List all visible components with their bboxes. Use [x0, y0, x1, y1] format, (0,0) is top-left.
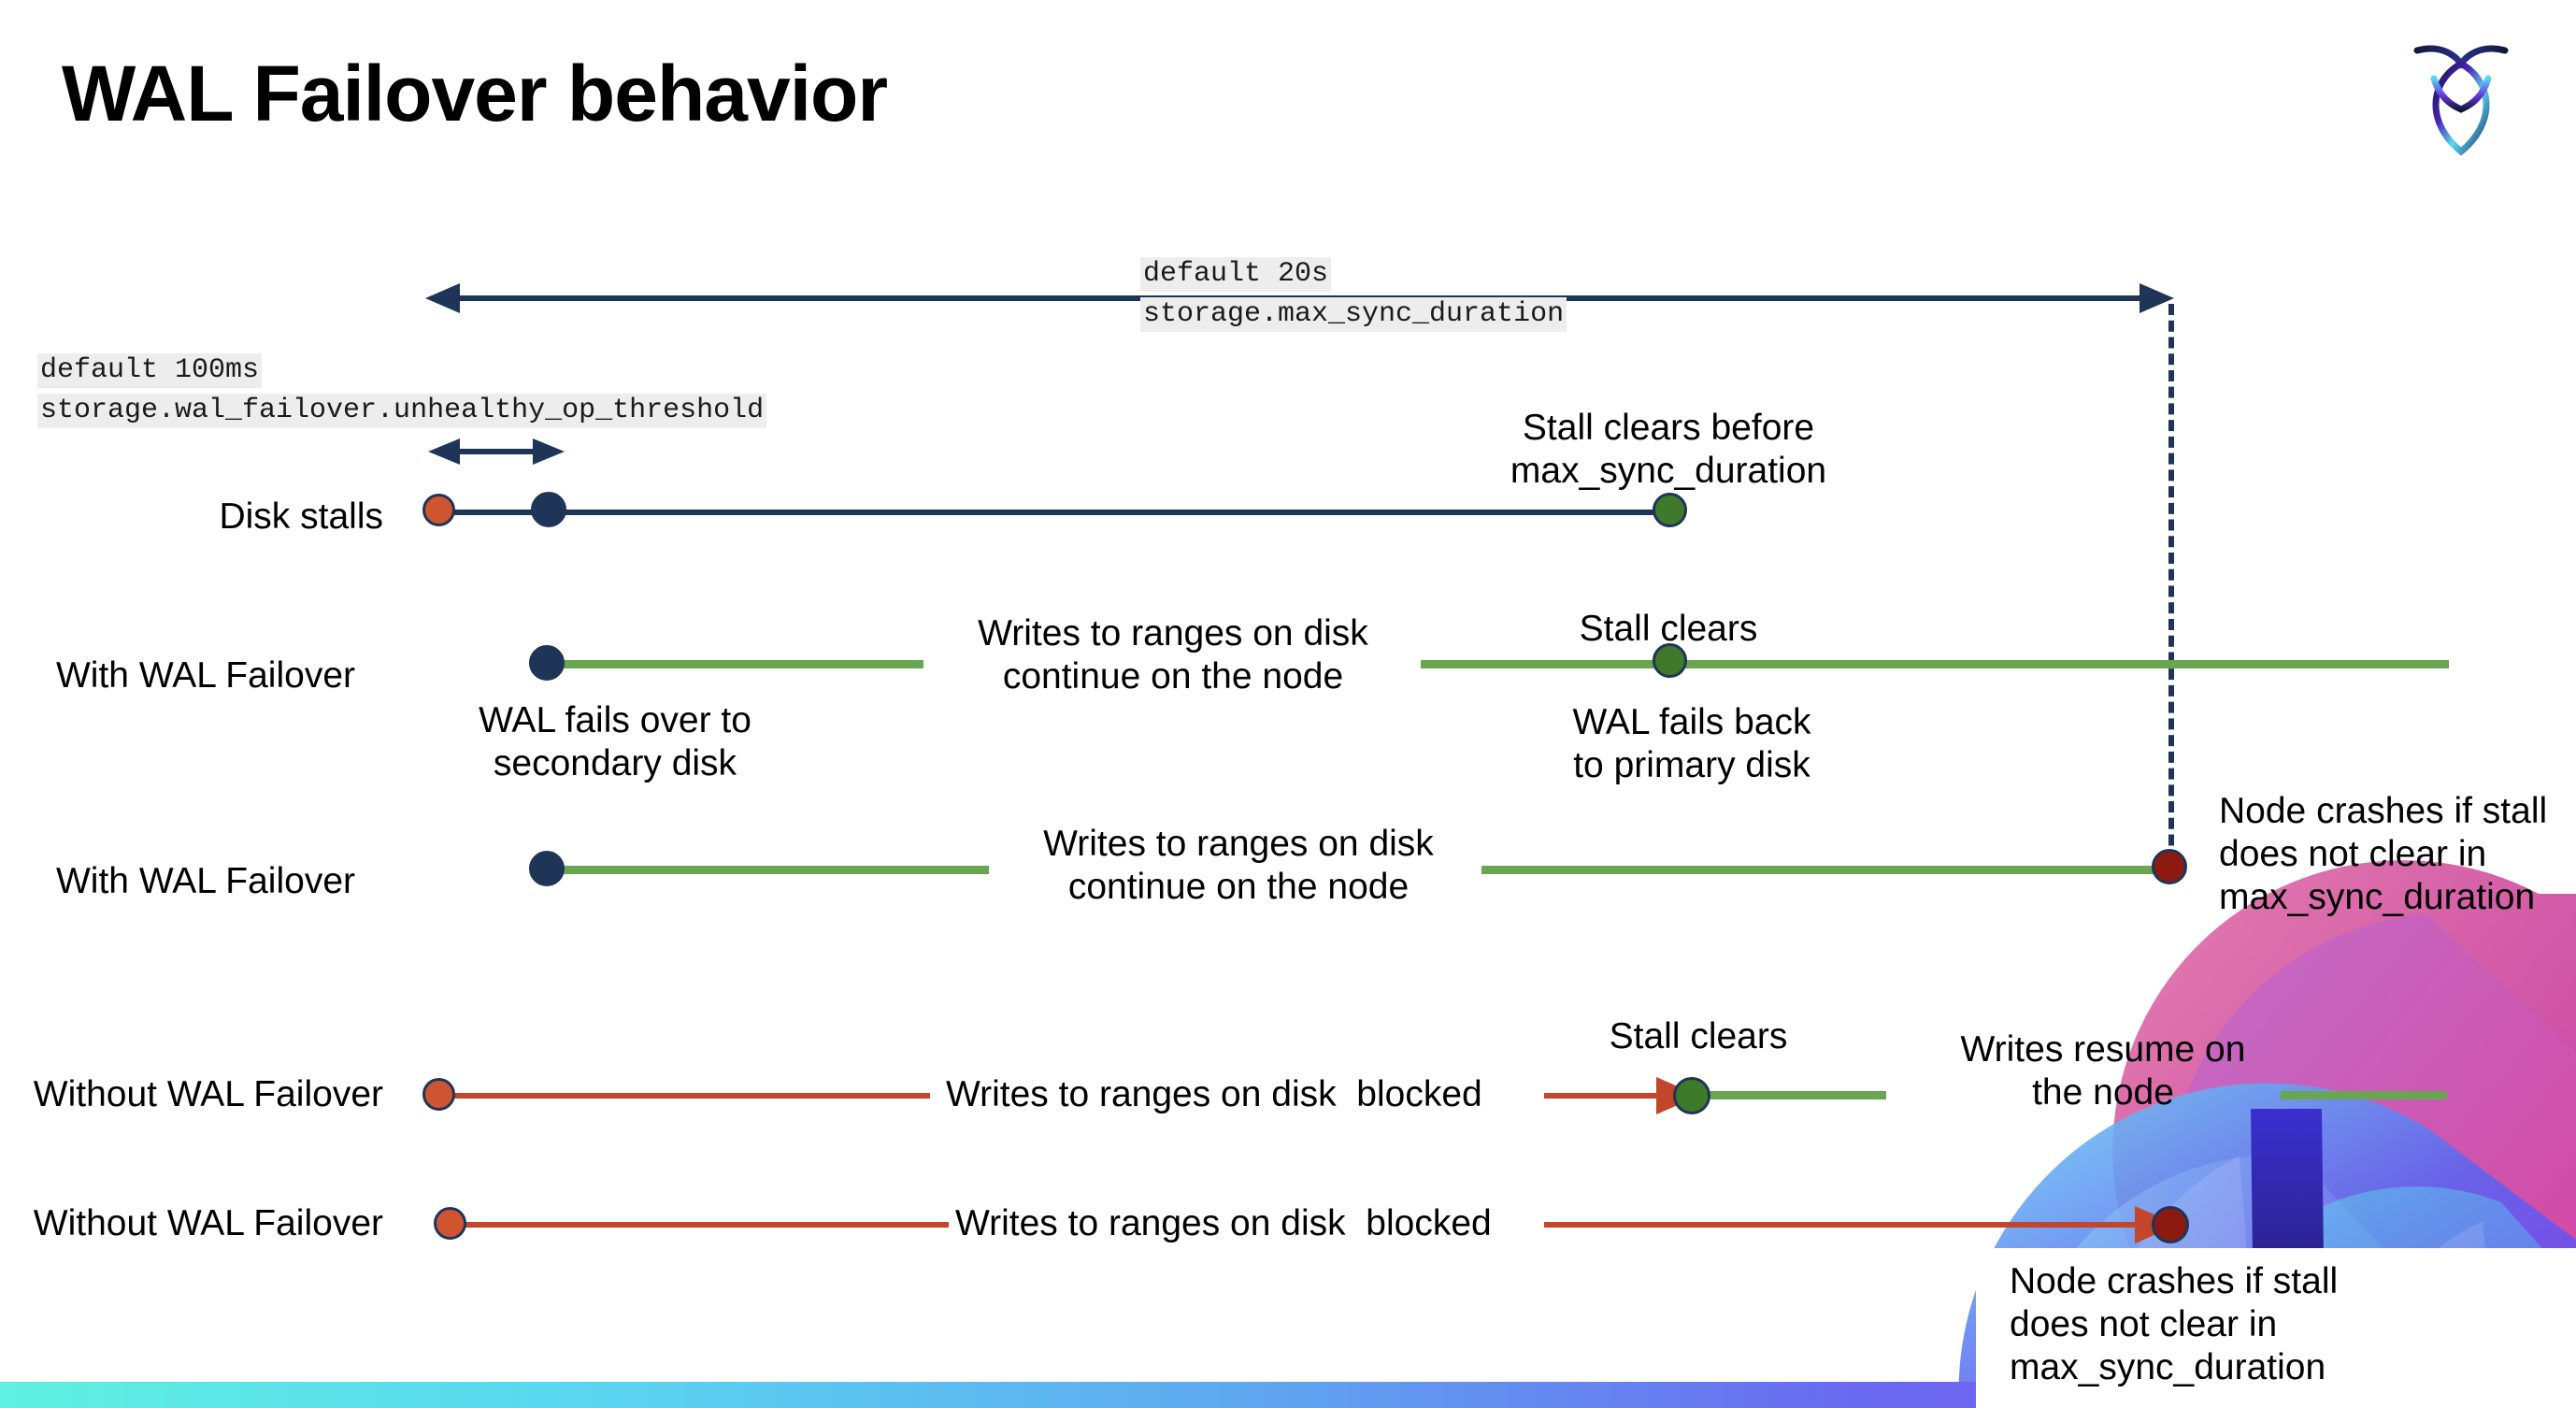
wal-failover-1-segment-b: [1421, 660, 2449, 668]
without-wal-1-segment-green-2: [2281, 1091, 2447, 1099]
note-wal-fails-back: WAL fails back to primary disk: [1572, 702, 1811, 786]
page-title: WAL Failover behavior: [62, 50, 888, 137]
crash-note-backdrop: [1976, 1248, 2576, 1408]
wal-failover-1-failover-dot: [529, 645, 565, 681]
wal-failover-2-failover-dot: [529, 851, 565, 886]
row-label-without-wal-failover-2: Without WAL Failover: [33, 1203, 383, 1243]
disk-stall-clears-dot: [1653, 493, 1687, 527]
note-writes-continue-1: Writes to ranges on disk continue on the…: [978, 613, 1368, 697]
note-node-crashes-1: Node crashes if stall does not clear in …: [2219, 791, 2548, 918]
note-writes-resume: Writes resume on the node: [1960, 1029, 2246, 1113]
cockroachdb-logo-icon: [2391, 21, 2531, 170]
disk-stall-threshold-dot: [531, 492, 566, 527]
wal-failover-1-clears-dot: [1653, 643, 1687, 678]
note-stall-clears-before-maxsync: Stall clears before max_sync_duration: [1510, 408, 1827, 492]
without-wal-2-crash-dot: [2152, 1206, 2189, 1243]
max-sync-setting-label: storage.max_sync_duration: [1140, 297, 1567, 333]
note-wal-fails-over: WAL fails over to secondary disk: [479, 700, 751, 784]
without-wal-1-clears-dot: [1673, 1077, 1710, 1114]
note-node-crashes-2: Node crashes if stall does not clear in …: [2010, 1261, 2339, 1388]
note-stall-clears-1: Stall clears: [1579, 609, 1758, 649]
without-wal-1-segment-b: [1544, 1093, 1675, 1099]
without-wal-1-start-dot: [422, 1078, 455, 1111]
unhealthy-default-label: default 100ms: [37, 353, 263, 389]
disk-stalls-timeline: [437, 510, 1676, 515]
without-wal-2-start-dot: [434, 1207, 466, 1240]
max-sync-dashed-guide: [2168, 304, 2174, 879]
note-writes-continue-2: Writes to ranges on disk continue on the…: [1043, 824, 1434, 908]
wal-failover-2-segment-a: [540, 866, 989, 874]
without-wal-1-segment-a: [439, 1093, 930, 1099]
row-label-with-wal-failover-2: With WAL Failover: [56, 861, 355, 901]
without-wal-1-segment-green: [1709, 1091, 1886, 1099]
max-sync-default-label: default 20s: [1140, 257, 1332, 293]
row-label-without-wal-failover-1: Without WAL Failover: [33, 1074, 383, 1114]
without-wal-2-segment-a: [449, 1222, 949, 1228]
row-label-with-wal-failover-1: With WAL Failover: [56, 655, 355, 696]
note-stall-clears-2: Stall clears: [1609, 1016, 1788, 1056]
wal-failover-2-crash-dot: [2152, 849, 2187, 884]
unhealthy-setting-label: storage.wal_failover.unhealthy_op_thresh…: [37, 394, 767, 429]
without-wal-2-segment-b: [1544, 1222, 2147, 1228]
note-writes-blocked-1: Writes to ranges on disk blocked: [946, 1074, 1482, 1114]
wal-failover-1-segment-a: [540, 660, 923, 668]
row-label-disk-stalls: Disk stalls: [219, 496, 383, 537]
wal-failover-2-segment-b: [1481, 866, 2173, 874]
note-writes-blocked-2: Writes to ranges on disk blocked: [955, 1203, 1492, 1243]
disk-stall-start-dot: [422, 494, 455, 526]
